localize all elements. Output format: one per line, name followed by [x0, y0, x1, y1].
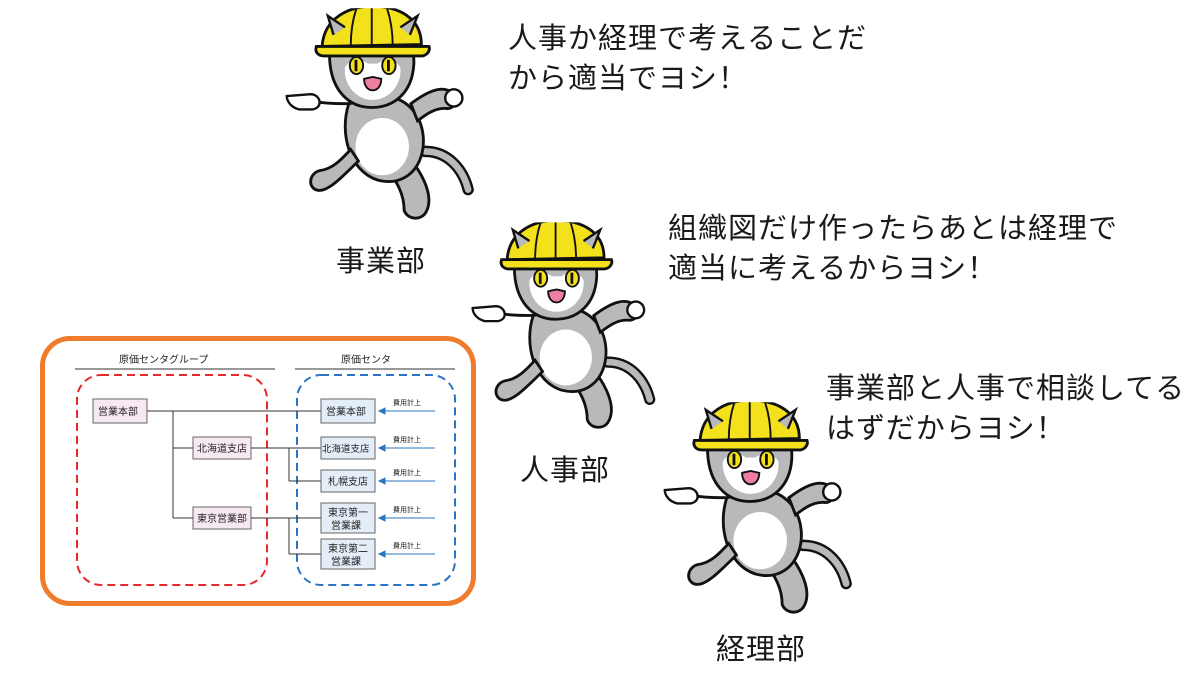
center-node-tokyo2-label-2: 営業課 — [331, 555, 361, 568]
center-node-sapporo-label: 札幌支店 — [328, 475, 368, 488]
speech-jigyobu: 人事か経理で考えることだ から適当でヨシ！ — [508, 18, 867, 98]
cat-illustration-jinjibu — [468, 222, 673, 437]
group-node-hokkaido-label: 北海道支店 — [197, 442, 247, 455]
org-chart-frame: 原価センタグループ 原価センタ 営業本部 北海道支店 東京営業部 営業本部 北海… — [40, 336, 476, 606]
group-node-sales-hq — [92, 398, 148, 424]
cat-illustration-jigyobu — [282, 8, 492, 228]
center-node-hokkaido — [320, 436, 376, 460]
speech-line: 人事か経理で考えることだ — [508, 21, 868, 55]
org-header-center: 原価センタ — [341, 353, 391, 366]
cat-illustration-keiribu — [660, 402, 870, 622]
speech-line: から適当でヨシ！ — [508, 61, 749, 95]
center-node-tokyo1-label-1: 東京第一 — [328, 506, 368, 519]
center-node-hokkaido-label: 北海道支店 — [322, 443, 370, 455]
cost-label: 費用計上 — [393, 398, 421, 407]
dept-label-jigyobu: 事業部 — [336, 244, 427, 278]
group-node-sales-hq-label: 営業本部 — [98, 405, 138, 418]
speech-line: 適当に考えるからヨシ！ — [668, 251, 998, 285]
dept-label-jinjibu: 人事部 — [520, 453, 611, 487]
group-node-tokyo-label: 東京営業部 — [197, 512, 247, 525]
speech-keiribu: 事業部と人事で相談してる はずだからヨシ！ — [826, 368, 1185, 448]
center-node-tokyo2 — [320, 538, 376, 570]
center-node-tokyo2-label-1: 東京第二 — [328, 542, 368, 555]
center-node-sapporo — [320, 469, 376, 493]
org-chart: 原価センタグループ 原価センタ 営業本部 北海道支店 東京営業部 営業本部 北海… — [75, 353, 456, 586]
speech-line: 事業部と人事で相談してる — [826, 371, 1186, 405]
center-node-tokyo1 — [320, 502, 376, 534]
group-dashed-area — [76, 374, 268, 586]
cost-label: 費用計上 — [393, 505, 421, 514]
cost-label: 費用計上 — [393, 468, 421, 477]
speech-jinjibu: 組織図だけ作ったらあとは経理で 適当に考えるからヨシ！ — [668, 208, 1118, 288]
center-node-sales-hq-label: 営業本部 — [326, 405, 366, 418]
org-header-group: 原価センタグループ — [119, 353, 208, 366]
center-node-sales-hq — [320, 398, 376, 424]
center-dashed-area — [296, 374, 456, 586]
speech-line: 組織図だけ作ったらあとは経理で — [668, 211, 1119, 245]
cost-label: 費用計上 — [393, 541, 421, 550]
dept-label-keiribu: 経理部 — [716, 632, 807, 666]
cost-label: 費用計上 — [393, 435, 421, 444]
center-node-tokyo1-label-2: 営業課 — [331, 519, 361, 532]
speech-line: はずだからヨシ！ — [826, 411, 1066, 445]
